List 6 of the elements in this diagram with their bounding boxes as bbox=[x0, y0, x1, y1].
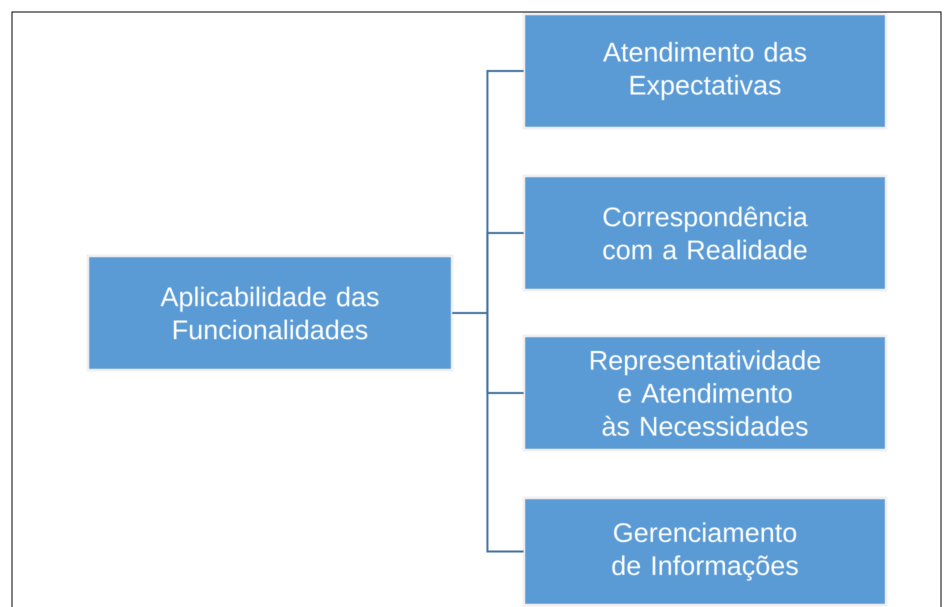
connector-line bbox=[452, 312, 524, 552]
process-box: Correspondência com a Realidade bbox=[522, 174, 888, 292]
process-box: Gerenciamento de Informações bbox=[522, 496, 888, 606]
process-box: Representatividade e Atendimento às Necessidades bbox=[522, 334, 888, 452]
process-box: Aplicabilidade das Funcionalidades bbox=[86, 254, 454, 372]
process-box: Atendimento das Expectativas bbox=[522, 12, 888, 130]
